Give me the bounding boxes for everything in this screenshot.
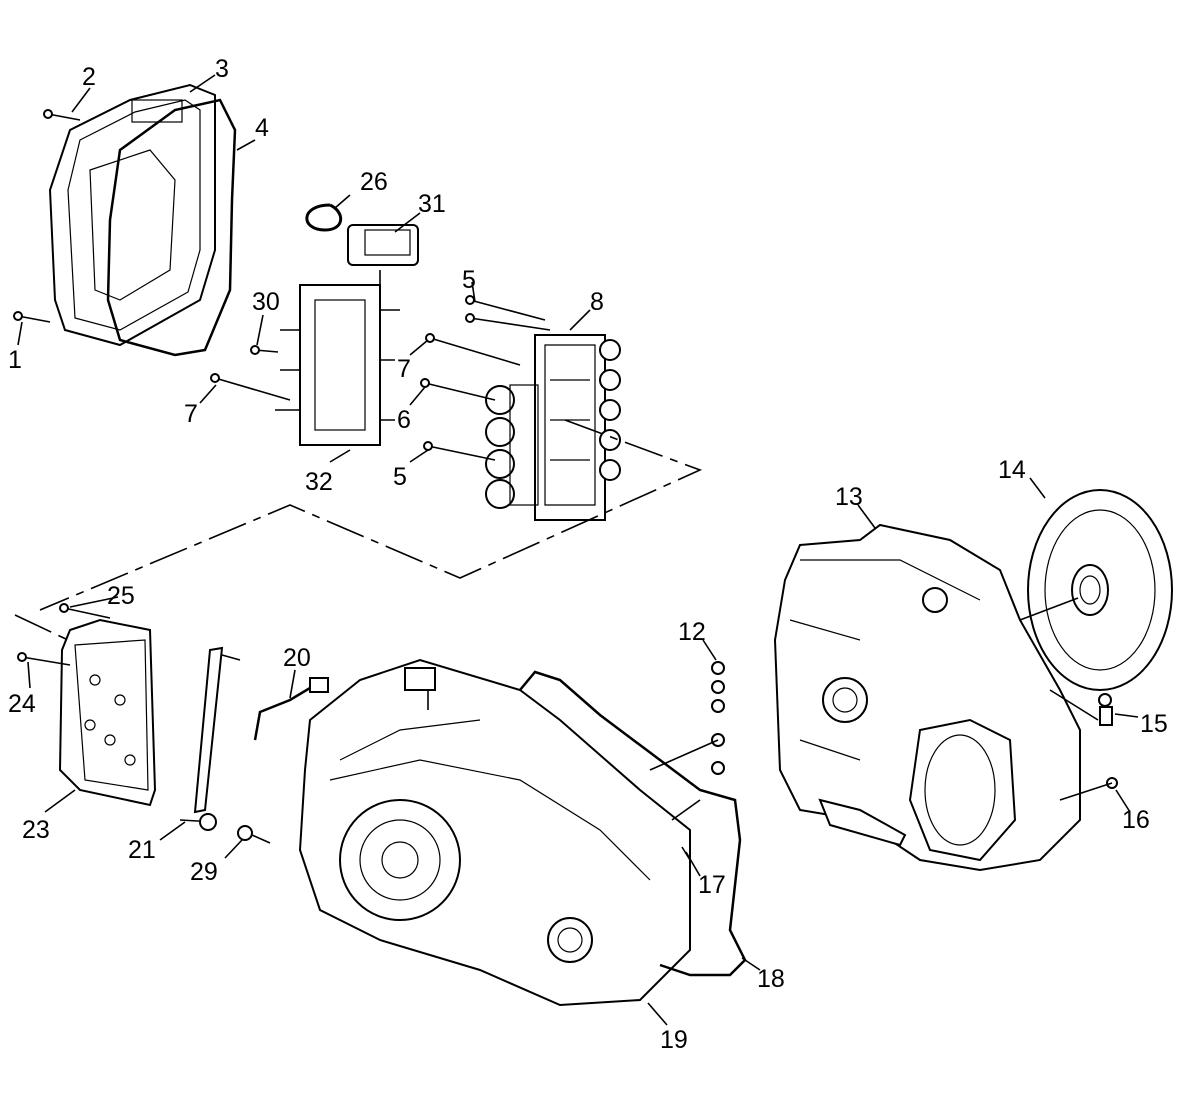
- pan-gasket: [106, 98, 237, 357]
- harness-bolt-long: [210, 373, 291, 401]
- callout-3: 3: [215, 55, 229, 83]
- case-gasket: [519, 670, 747, 977]
- callout-24: 24: [8, 690, 36, 718]
- callout-7-right: 7: [397, 355, 411, 383]
- assembly-reference-line-upper: [39, 419, 703, 611]
- seal-stack: [649, 661, 725, 775]
- callout-8: 8: [590, 288, 604, 316]
- pan-bolts: [13, 109, 81, 323]
- torque-converter-housing: [773, 523, 1081, 872]
- callout-16: 16: [1122, 806, 1150, 834]
- callout-7-left: 7: [184, 400, 198, 428]
- callout-32: 32: [305, 468, 333, 496]
- callout-5-upper: 5: [462, 266, 476, 294]
- callout-20: 20: [283, 644, 311, 672]
- housing-bolt: [1059, 777, 1118, 801]
- control-valve-solenoid-body: [485, 334, 621, 521]
- seal-ring: [237, 825, 271, 844]
- callout-30: 30: [252, 288, 280, 316]
- callout-6: 6: [397, 406, 411, 434]
- wiring-harness: [275, 270, 400, 446]
- leader-lines: [17, 74, 1139, 1026]
- callout-2: 2: [82, 63, 96, 91]
- callout-23: 23: [22, 816, 50, 844]
- bottom-pan: [48, 83, 216, 347]
- assembly-reference-line-lower: [14, 614, 69, 641]
- harness-clip: [305, 203, 343, 232]
- callout-15: 15: [1140, 710, 1168, 738]
- callout-4: 4: [255, 114, 269, 142]
- tcm-connector: [347, 224, 419, 266]
- callout-26: 26: [360, 168, 388, 196]
- callout-31: 31: [418, 190, 446, 218]
- torque-converter: [1019, 489, 1173, 691]
- callout-25: 25: [107, 582, 135, 610]
- valve-body-bolts-lower: [17, 603, 111, 666]
- callout-14: 14: [998, 456, 1026, 484]
- transmission-case: [298, 658, 691, 1007]
- fluid-pipe: [179, 646, 241, 831]
- callout-17: 17: [698, 871, 726, 899]
- callout-21: 21: [128, 836, 156, 864]
- callout-12: 12: [678, 618, 706, 646]
- harness-bolt: [250, 345, 279, 355]
- upper-valve-body: [58, 618, 157, 807]
- housing-vent: [1049, 689, 1113, 726]
- callout-18: 18: [757, 965, 785, 993]
- callout-labels: 1 2 3 4 26 31 30 5 8 7 7 6 5 32 25 24 23…: [8, 55, 1168, 1054]
- callout-19: 19: [660, 1026, 688, 1054]
- callout-13: 13: [835, 483, 863, 511]
- callout-1: 1: [8, 346, 22, 374]
- callout-29: 29: [190, 858, 218, 886]
- vent-hose: [253, 677, 329, 741]
- callout-5-lower: 5: [393, 463, 407, 491]
